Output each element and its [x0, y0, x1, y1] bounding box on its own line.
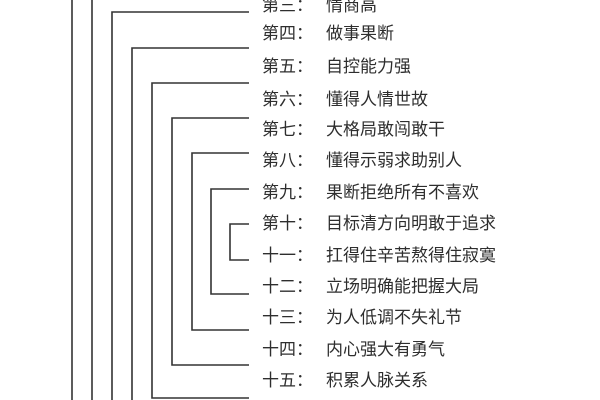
item-text: 扛得住辛苦熬得住寂寞: [326, 246, 496, 266]
list-item: 第八： 懂得示弱求助别人: [262, 151, 462, 171]
list-item: 第六： 懂得人情世故: [262, 90, 428, 110]
list-item: 十二： 立场明确能把握大局: [262, 277, 479, 297]
list-item: 十四： 内心强大有勇气: [262, 340, 445, 360]
bracket-6: [171, 117, 249, 366]
item-number: 第九：: [262, 183, 313, 203]
item-text: 懂得人情世故: [326, 90, 428, 110]
item-number: 第六：: [262, 90, 313, 110]
list-item: 第十： 目标清方向明敢于追求: [262, 214, 496, 234]
list-item: 第三： 情商高: [262, 0, 377, 16]
item-text: 做事果断: [326, 24, 394, 44]
bracket-9: [229, 223, 249, 261]
item-number: 第八：: [262, 151, 313, 171]
item-text: 大格局敢闯敢干: [326, 120, 445, 140]
item-number: 第三：: [262, 0, 313, 16]
item-text: 自控能力强: [326, 57, 411, 77]
list-item: 十一： 扛得住辛苦熬得住寂寞: [262, 246, 496, 266]
item-number: 第四：: [262, 24, 313, 44]
item-number: 十五：: [262, 371, 313, 391]
item-number: 第七：: [262, 120, 313, 140]
item-number: 十一：: [262, 246, 313, 266]
list-item: 第五： 自控能力强: [262, 57, 411, 77]
item-number: 第十：: [262, 214, 313, 234]
bracket-4: [131, 47, 249, 400]
item-text: 懂得示弱求助别人: [326, 151, 462, 171]
item-text: 积累人脉关系: [326, 371, 428, 391]
item-text: 立场明确能把握大局: [326, 277, 479, 297]
bracket-8: [210, 188, 249, 295]
list-item: 十五： 积累人脉关系: [262, 371, 428, 391]
bracket-5: [151, 82, 249, 399]
bracket-7: [191, 152, 249, 331]
item-text: 目标清方向明敢于追求: [326, 214, 496, 234]
list-item: 第九： 果断拒绝所有不喜欢: [262, 183, 479, 203]
item-number: 第五：: [262, 57, 313, 77]
item-text: 情商高: [326, 0, 377, 16]
list-item: 第四： 做事果断: [262, 24, 394, 44]
item-text: 内心强大有勇气: [326, 340, 445, 360]
list-item: 第七： 大格局敢闯敢干: [262, 120, 445, 140]
item-text: 果断拒绝所有不喜欢: [326, 183, 479, 203]
item-number: 十三：: [262, 308, 313, 328]
item-number: 十四：: [262, 340, 313, 360]
item-text: 为人低调不失礼节: [326, 308, 462, 328]
bracket-3: [111, 11, 249, 400]
list-item: 十三： 为人低调不失礼节: [262, 308, 462, 328]
item-number: 十二：: [262, 277, 313, 297]
